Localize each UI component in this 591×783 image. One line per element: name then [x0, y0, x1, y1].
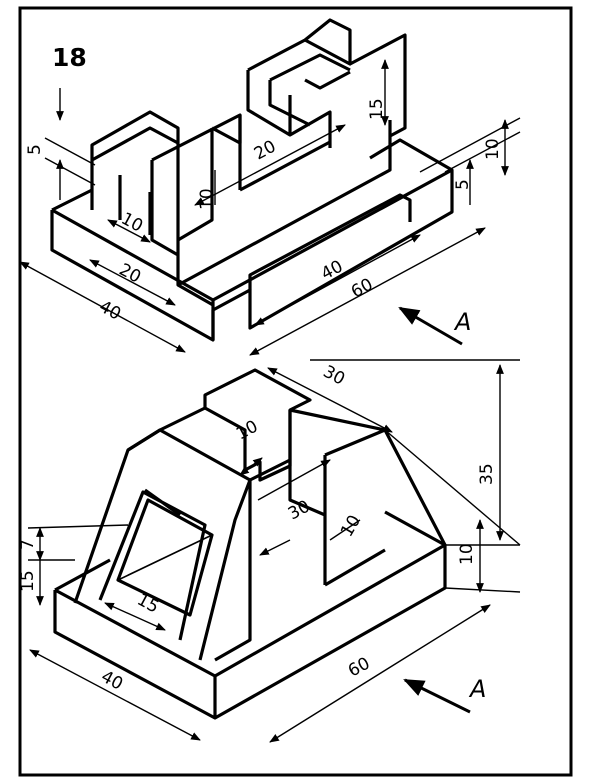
bottom-frame-outer [73, 428, 252, 661]
dim-top-depth20: 20 [116, 260, 144, 288]
dim-bottom-base10: 10 [457, 543, 477, 565]
top-dimensions [19, 59, 521, 356]
dim-top-len60: 60 [348, 275, 376, 303]
dim-bottom-win15: 15 [134, 590, 162, 618]
dim-top-h10r: 10 [483, 138, 503, 160]
bottom-right-rib [214, 408, 447, 662]
dim-top-h5: 5 [25, 144, 45, 155]
bottom-dimensions [27, 359, 521, 743]
view-arrow-a-top: A [398, 306, 471, 346]
svg-text:A: A [453, 308, 471, 336]
dim-bottom-width40: 40 [98, 667, 126, 695]
dim-bottom-h35: 35 [477, 463, 497, 485]
top-left-rib2 [177, 115, 242, 242]
dim-bottom-h15: 15 [18, 570, 38, 592]
bottom-frame-inner [98, 488, 207, 641]
dim-bottom-h7: 7 [18, 539, 38, 550]
dim-top-20: 20 [251, 137, 279, 165]
dim-bottom-len60: 60 [345, 654, 373, 682]
dim-top-width40: 40 [96, 297, 124, 325]
dim-top-h5r: 5 [453, 179, 473, 190]
task-number: 18 [52, 43, 87, 72]
bottom-right-rib2 [324, 548, 386, 587]
sheet-frame [18, 6, 573, 777]
top-right-tower [246, 18, 407, 148]
dim-bottom-rib10: 10 [337, 512, 365, 541]
dim-bottom-top30: 30 [320, 362, 348, 390]
dim-top-h10: 10 [197, 188, 217, 210]
top-dim-labels: 5 10 20 40 20 10 15 40 60 5 10 [25, 98, 503, 324]
top-part-drawing [50, 18, 454, 342]
svg-text:A: A [468, 675, 486, 703]
top-left-block [90, 110, 180, 210]
dim-top-len40: 40 [318, 257, 346, 285]
view-arrow-a-bottom: A [403, 675, 486, 714]
bottom-window-diag [117, 534, 213, 581]
dim-top-slot10: 10 [118, 209, 146, 237]
dim-top-h15: 15 [367, 98, 387, 120]
dim-bottom-slot10: 10 [233, 417, 261, 445]
